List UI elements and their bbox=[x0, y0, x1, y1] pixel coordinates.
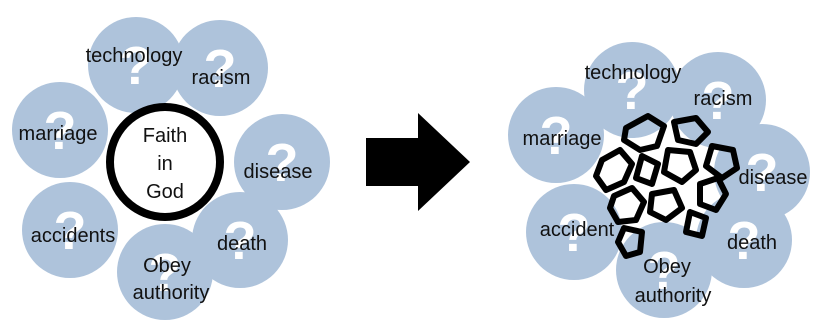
faith-center-circle: Faith in God bbox=[106, 103, 224, 221]
bubble-racism: ? bbox=[172, 20, 268, 116]
label-death: death bbox=[727, 232, 777, 254]
question-mark-icon: ? bbox=[204, 39, 237, 99]
bubble-technology: ? bbox=[584, 42, 680, 138]
left-cluster: ? ? ? ? ? ? ? bbox=[12, 17, 330, 320]
fragment-11 bbox=[615, 225, 645, 259]
label-accident: accident bbox=[540, 219, 615, 241]
label-obey: Obey bbox=[143, 255, 191, 277]
right-bubbles: ? ? ? ? ? ? ? bbox=[508, 42, 810, 318]
fragment-3 bbox=[703, 143, 740, 181]
fragment-1 bbox=[621, 113, 667, 153]
label-disease: disease bbox=[739, 167, 808, 189]
bubble-death: ? bbox=[192, 192, 288, 288]
bubble-technology: ? bbox=[88, 17, 184, 113]
bubble-marriage: ? bbox=[508, 87, 604, 183]
question-mark-icon: ? bbox=[120, 36, 153, 96]
faith-line-2: in bbox=[157, 153, 173, 175]
label-technology: technology bbox=[86, 45, 183, 67]
fragment-7 bbox=[697, 175, 729, 213]
faith-line-1: Faith bbox=[143, 125, 187, 147]
bubble-disease: ? bbox=[234, 114, 330, 210]
bubble-marriage: ? bbox=[12, 82, 108, 178]
fragment-6 bbox=[661, 147, 699, 185]
bubble-accidents: ? bbox=[22, 182, 118, 278]
label-disease: disease bbox=[244, 161, 313, 183]
bubble-accident: ? bbox=[526, 184, 622, 280]
question-mark-icon: ? bbox=[44, 101, 77, 161]
label-technology: technology bbox=[585, 62, 682, 84]
fragment-10 bbox=[683, 209, 709, 239]
label-racism: racism bbox=[694, 88, 753, 110]
label-marriage: marriage bbox=[523, 128, 602, 150]
label-accidents: accidents bbox=[31, 225, 116, 247]
left-bubbles: ? ? ? ? ? ? ? bbox=[12, 17, 330, 320]
right-cluster: ? ? ? ? ? ? ? bbox=[508, 42, 810, 318]
label-authority: authority bbox=[635, 285, 712, 307]
bubble-obey-authority: ? bbox=[117, 224, 213, 320]
bubble-racism: ? bbox=[670, 52, 766, 148]
label-death: death bbox=[217, 233, 267, 255]
label-racism: racism bbox=[192, 67, 251, 89]
fragment-5 bbox=[633, 153, 661, 187]
question-mark-icon: ? bbox=[616, 61, 649, 121]
label-authority: authority bbox=[133, 282, 210, 304]
fragment-2 bbox=[671, 115, 711, 147]
label-obey: Obey bbox=[643, 256, 691, 278]
question-mark-icon: ? bbox=[266, 133, 299, 193]
bubble-death: ? bbox=[696, 192, 792, 288]
label-marriage: marriage bbox=[19, 123, 98, 145]
question-mark-icon: ? bbox=[558, 203, 591, 263]
left-labels: technology racism marriage disease accid… bbox=[19, 45, 313, 304]
question-mark-icon: ? bbox=[149, 243, 182, 303]
question-mark-icon: ? bbox=[224, 211, 257, 271]
question-mark-icon: ? bbox=[54, 201, 87, 261]
broken-faith-fragments bbox=[593, 113, 740, 259]
right-labels: technology racism marriage disease accid… bbox=[523, 62, 808, 307]
question-mark-icon: ? bbox=[728, 211, 761, 271]
fragment-4 bbox=[593, 147, 635, 193]
question-mark-icon: ? bbox=[540, 106, 573, 166]
question-mark-icon: ? bbox=[648, 241, 681, 301]
right-arrow-icon bbox=[366, 113, 470, 211]
fragment-8 bbox=[607, 185, 647, 225]
faith-line-3: God bbox=[146, 181, 184, 203]
question-mark-icon: ? bbox=[702, 71, 735, 131]
fragment-9 bbox=[647, 187, 685, 223]
